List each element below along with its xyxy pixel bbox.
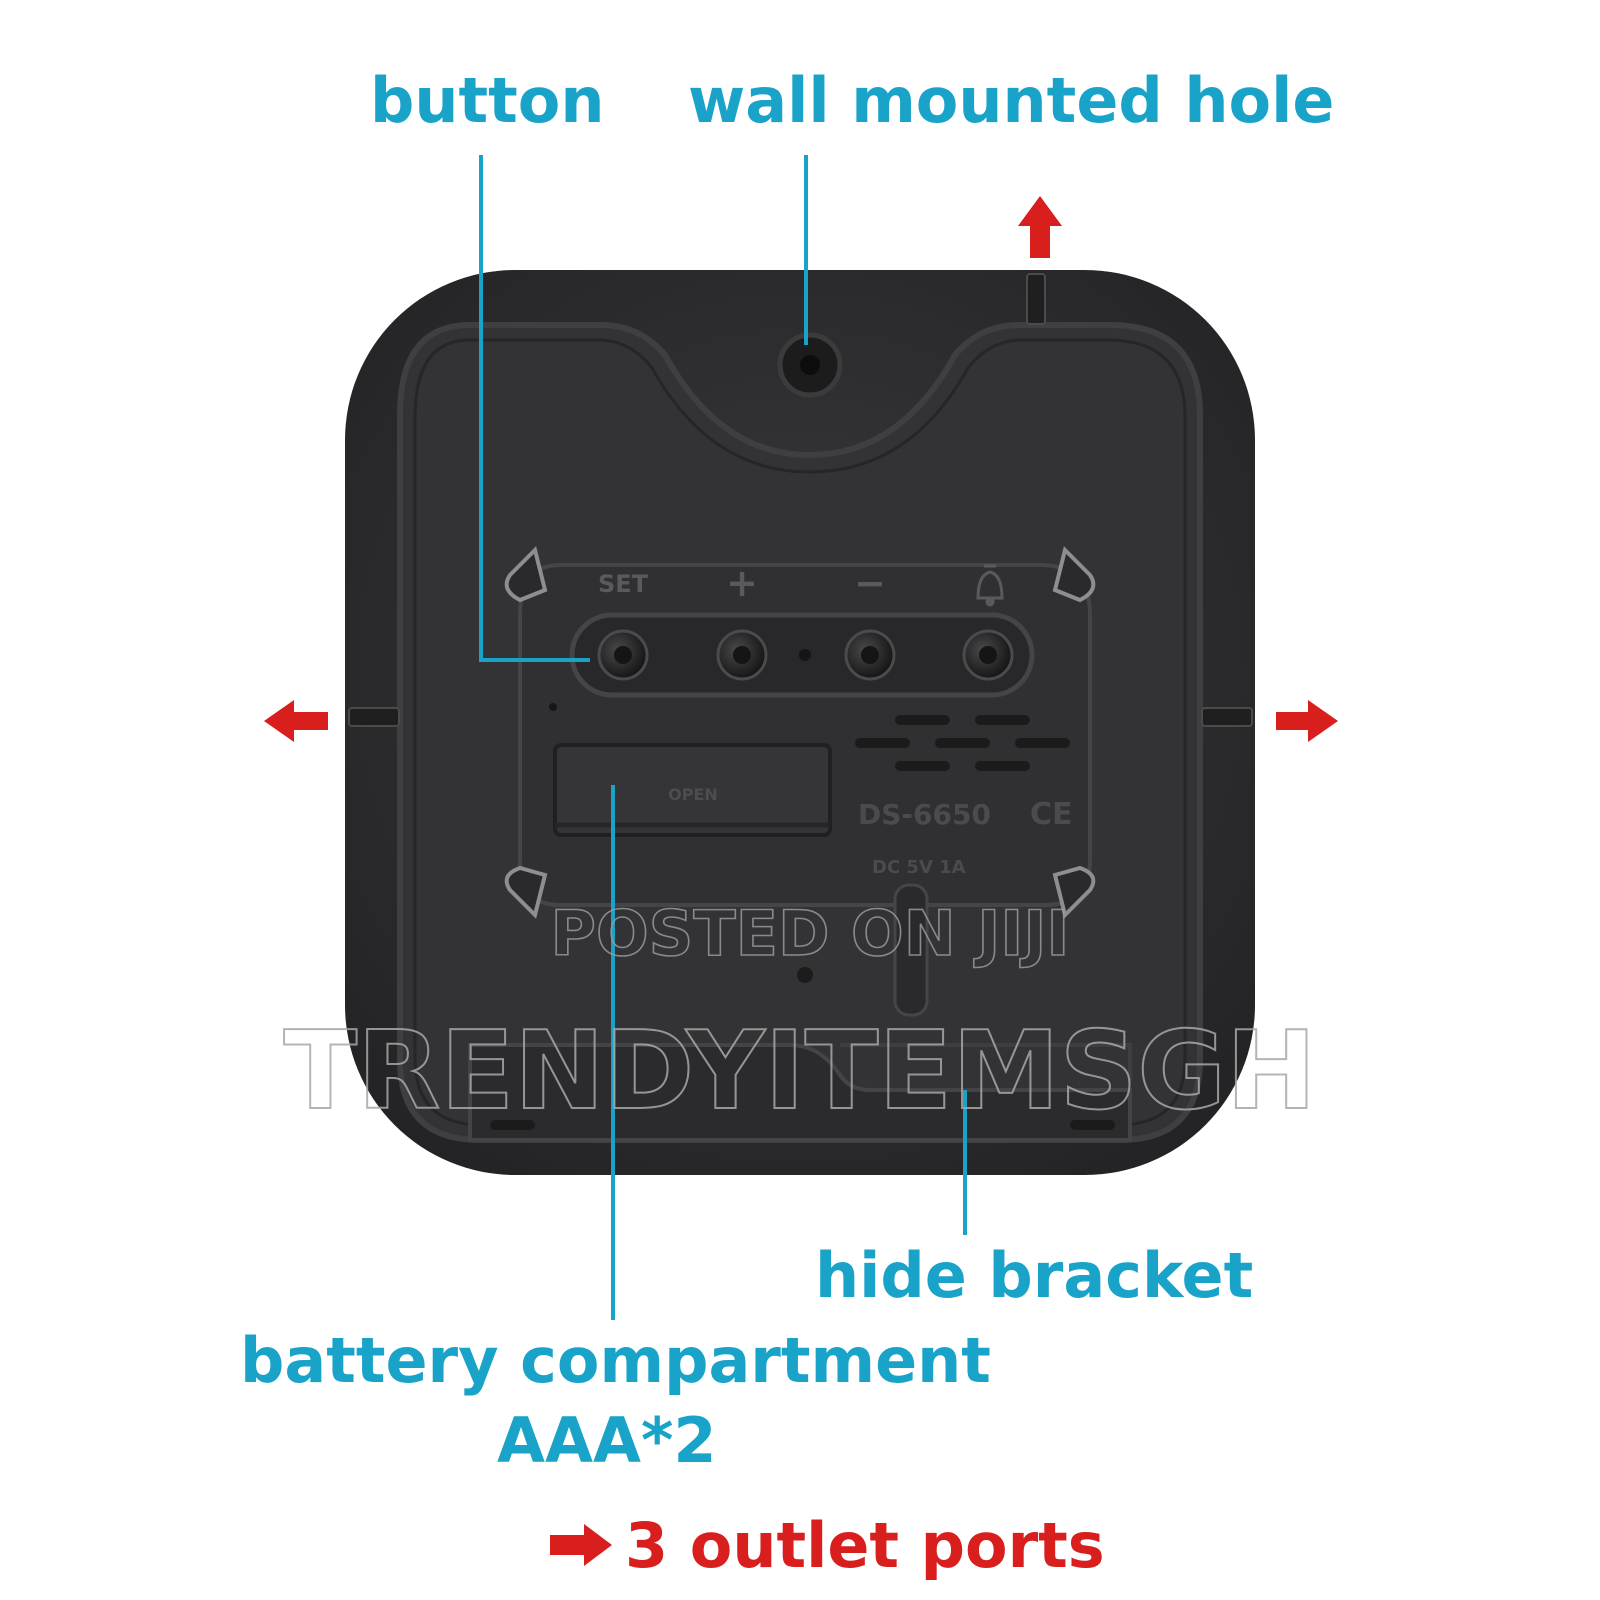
arrow-legend-icon [550, 1524, 612, 1566]
callout-button: button [370, 64, 605, 137]
leader-lines [479, 155, 967, 1320]
ce-mark: CE [1030, 797, 1073, 832]
plus-button[interactable] [716, 629, 768, 681]
alarm-bell-icon [976, 564, 1004, 607]
reset-pinhole [799, 649, 811, 661]
outlet-port-right [1201, 707, 1253, 727]
outlet-port-top [1026, 273, 1046, 325]
outlet-port-left [348, 707, 400, 727]
screw-hole [797, 967, 813, 983]
watermark-seller: TRENDYITEMSGH [284, 1009, 1317, 1134]
callout-battery-type: AAA*2 [497, 1404, 717, 1477]
power-cord-channel [893, 883, 929, 1017]
callout-hide-bracket: hide bracket [815, 1239, 1254, 1312]
watermark-posted: POSTED ON JIJI [551, 897, 1070, 970]
plate-corner-ears [504, 546, 1096, 919]
leader-button [479, 155, 590, 662]
callout-battery-compartment: battery compartment [240, 1324, 991, 1397]
arrow-left-icon [264, 700, 328, 742]
minus-button[interactable] [844, 629, 896, 681]
outlet-arrows [264, 196, 1338, 1566]
set-label: SET [598, 570, 649, 598]
speaker-grille [855, 715, 1070, 771]
battery-door-label: OPEN [668, 785, 718, 804]
callout-outlet-ports: 3 outlet ports [625, 1509, 1105, 1582]
power-rating: DC 5V 1A [872, 857, 966, 878]
arrow-up-icon [1018, 196, 1062, 258]
callout-wall-mounted-hole: wall mounted hole [688, 64, 1335, 137]
status-pinhole [549, 703, 557, 711]
minus-label: − [854, 561, 886, 605]
plus-label: + [726, 561, 758, 605]
set-button[interactable] [597, 629, 649, 681]
battery-door[interactable]: OPEN [553, 743, 832, 837]
inner-recess-edge [413, 338, 1187, 1127]
model-number: DS-6650 [858, 798, 991, 831]
arrow-right-icon [1276, 700, 1338, 742]
alarm-button[interactable] [962, 629, 1014, 681]
